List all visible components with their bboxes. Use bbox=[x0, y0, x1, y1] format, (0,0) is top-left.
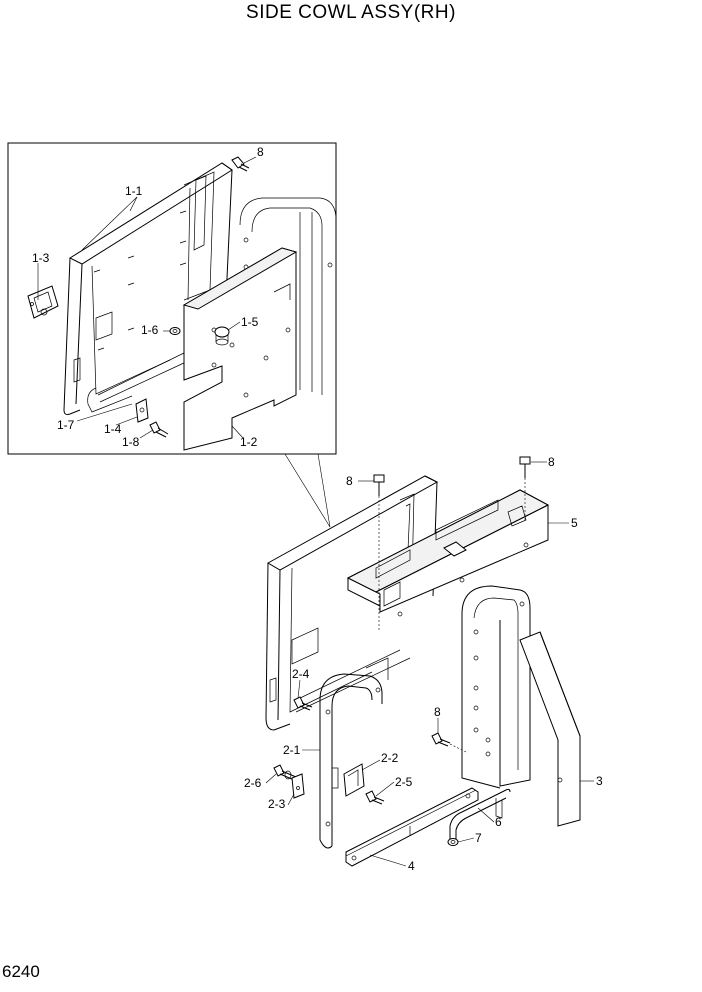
part-2-3-clip bbox=[291, 773, 305, 799]
part-4-bar bbox=[345, 787, 479, 867]
part-8-bolt-top-right bbox=[519, 456, 531, 520]
part-2-2-clip bbox=[343, 763, 365, 797]
part-8-bolt-top-left bbox=[373, 474, 385, 630]
part-1-8-bolt bbox=[149, 421, 169, 438]
part-8-bolt-detail bbox=[231, 156, 250, 172]
callout-1-2: 1-2 bbox=[240, 435, 258, 449]
callout-8-top-left: 8 bbox=[346, 474, 353, 488]
inset-background-frame bbox=[239, 197, 337, 400]
part-3-side-frame bbox=[461, 585, 581, 827]
callout-1-3: 1-3 bbox=[32, 251, 50, 265]
callout-8-middle: 8 bbox=[434, 705, 441, 719]
part-2-4-bolt bbox=[293, 696, 313, 711]
page-number: 6240 bbox=[2, 962, 40, 981]
callout-5: 5 bbox=[571, 516, 578, 530]
main-door-frame bbox=[265, 475, 439, 731]
diagram-title: SIDE COWL ASSY(RH) bbox=[246, 2, 456, 23]
part-1-3-latch bbox=[27, 285, 59, 319]
part-8-bolt-middle bbox=[431, 732, 467, 753]
callout-7: 7 bbox=[475, 831, 482, 845]
part-2-1-arm bbox=[319, 673, 383, 849]
callout-1-5: 1-5 bbox=[241, 315, 259, 329]
part-7-grommet bbox=[447, 838, 459, 846]
callout-8-detail: 8 bbox=[257, 145, 264, 159]
callout-2-2: 2-2 bbox=[381, 751, 399, 765]
callout-1-8: 1-8 bbox=[122, 435, 140, 449]
callout-2-5: 2-5 bbox=[395, 775, 413, 789]
callout-2-6: 2-6 bbox=[244, 776, 262, 790]
part-1-5-knob bbox=[214, 326, 230, 346]
callout-labels: 8 1-1 1-3 1-6 1-5 1-7 1-4 1-8 1-2 8 8 5 … bbox=[32, 145, 603, 873]
callout-4: 4 bbox=[408, 859, 415, 873]
callout-6: 6 bbox=[495, 815, 502, 829]
part-1-4-bracket bbox=[135, 398, 149, 423]
part-5-top-plate bbox=[346, 489, 550, 617]
callout-1-1: 1-1 bbox=[125, 184, 143, 198]
callout-2-3: 2-3 bbox=[268, 797, 286, 811]
callout-2-1: 2-1 bbox=[283, 743, 301, 757]
part-1-1-door-frame bbox=[63, 162, 233, 415]
callout-1-4: 1-4 bbox=[104, 422, 122, 436]
callout-3: 3 bbox=[596, 774, 603, 788]
part-6-u-rod bbox=[449, 788, 511, 842]
callout-2-4: 2-4 bbox=[292, 667, 310, 681]
callout-1-6: 1-6 bbox=[141, 323, 159, 337]
part-2-5-bolt bbox=[365, 790, 385, 805]
part-1-2-panel bbox=[182, 247, 298, 451]
callout-1-7: 1-7 bbox=[57, 418, 75, 432]
main-leaders bbox=[265, 461, 594, 867]
inset-leaders bbox=[37, 156, 257, 439]
part-1-6-grommet bbox=[169, 327, 181, 335]
callout-8-top-right: 8 bbox=[548, 455, 555, 469]
